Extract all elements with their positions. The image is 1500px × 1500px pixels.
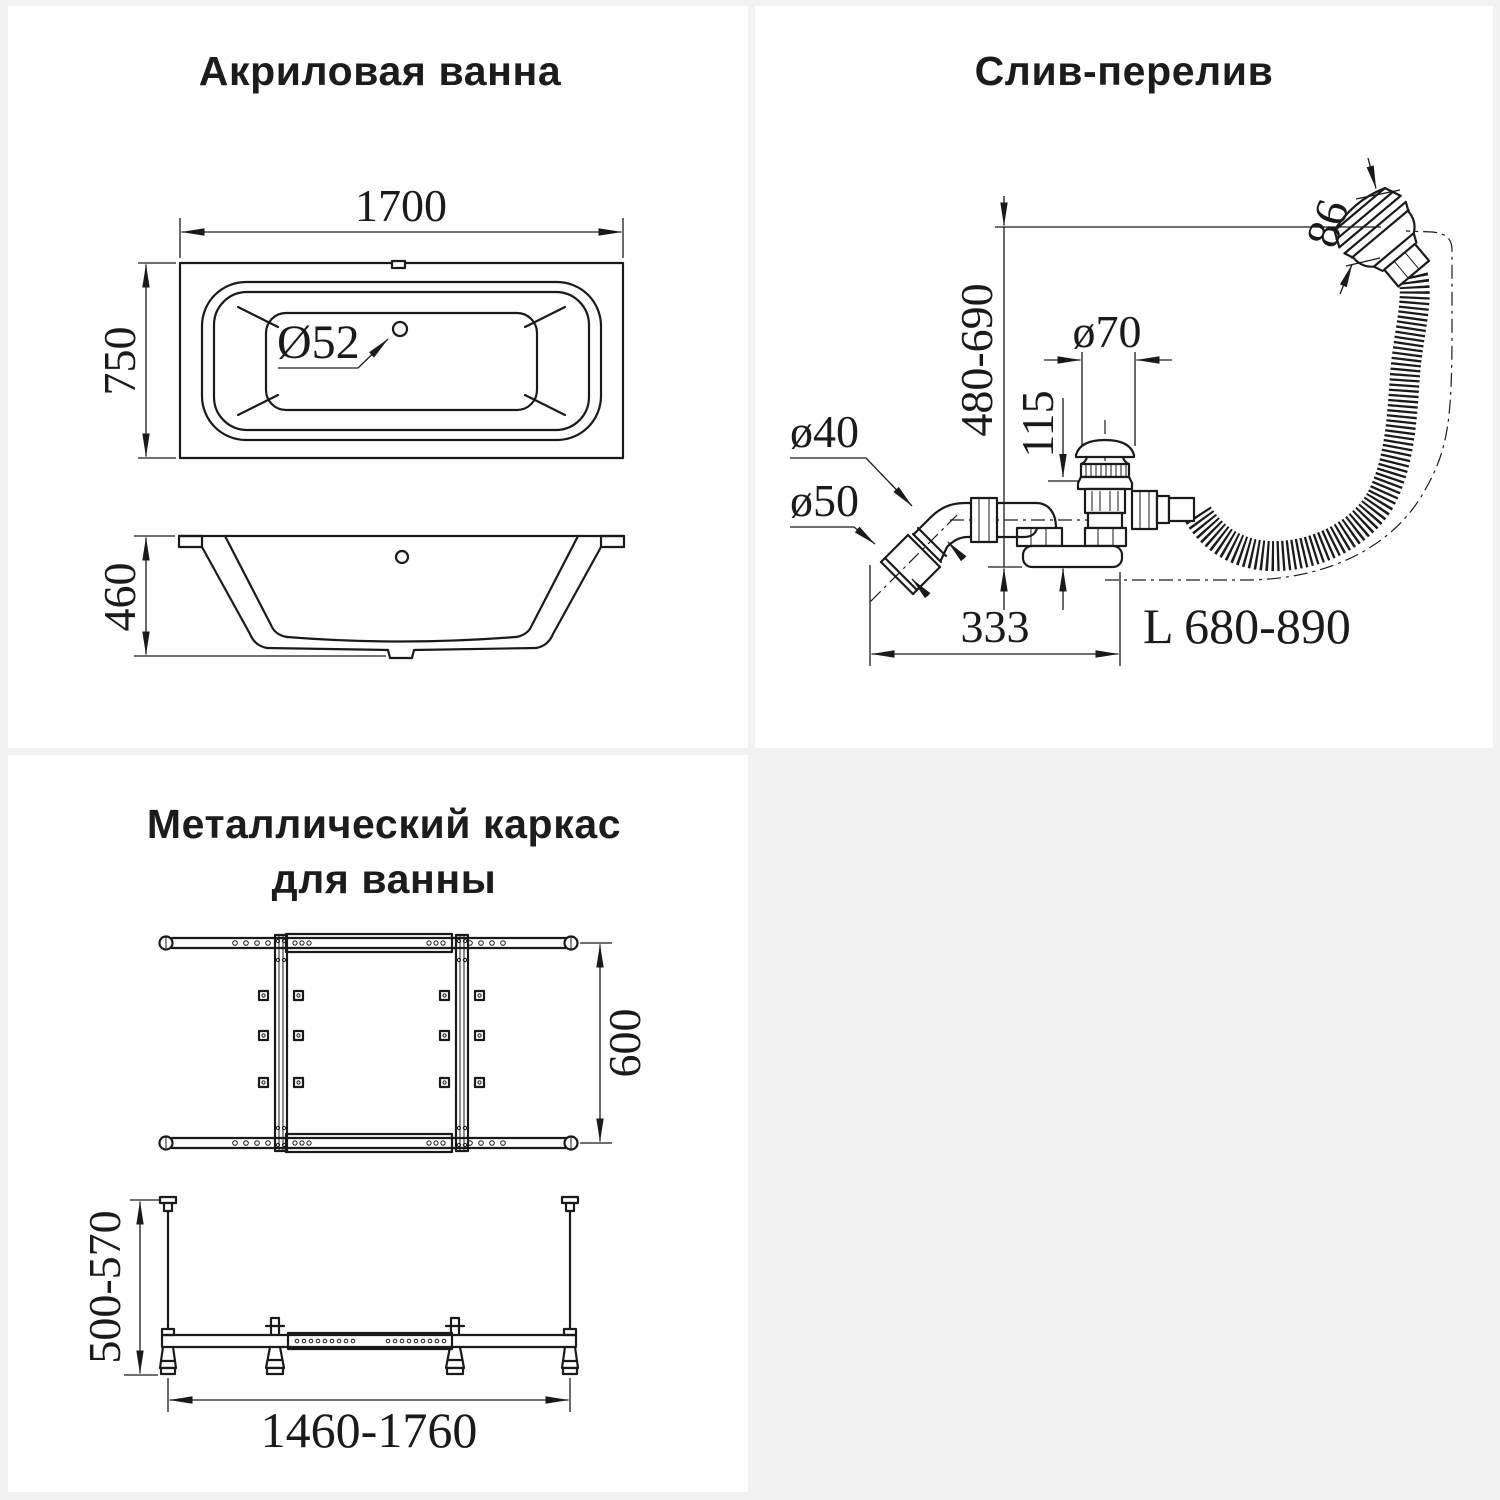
dim-label-cap: ø70 [1073, 306, 1142, 357]
frame-title-line1: Металлический каркас [147, 801, 621, 847]
frame-leg-middle-left [264, 1316, 286, 1376]
dim-label-height: 460 [94, 563, 145, 632]
frame-title-line2: для ванны [272, 856, 497, 902]
dim-1700: 1700 [179, 180, 624, 258]
dim-333: 333 [869, 565, 1121, 666]
frame-top-view [158, 932, 579, 1154]
dim-460: 460 [94, 535, 386, 657]
callout-pipe-diameter: ø40 [790, 406, 967, 562]
frame-stud-right [560, 1195, 580, 1337]
drain-title: Слив-перелив [975, 48, 1274, 94]
bathtub-top-view [178, 259, 625, 460]
frame-side-view [158, 1195, 580, 1376]
panel-frame: Металлический каркас для ванны [8, 755, 748, 1492]
dim-500-570: 500-570 [79, 1199, 160, 1376]
drain-overflow-drawing: Слив-перелив 480-690 ø70 115 [790, 48, 1453, 666]
dim-label-overflow-face: 86 [1296, 193, 1359, 253]
dim-1460-1760: 1460-1760 [167, 1378, 571, 1458]
dim-label-body-height: 115 [1012, 390, 1063, 457]
panel-bathtub: Акриловая ванна 1700 750 [8, 6, 748, 748]
dim-label-outlet: ø50 [790, 475, 859, 526]
dim-label-drain: Ø52 [277, 316, 360, 369]
frame-crossbar-right [438, 933, 486, 1153]
overflow-hole-side [394, 549, 410, 565]
dim-115: 115 [1012, 390, 1078, 610]
dim-cap-diameter: ø70 [1044, 306, 1172, 446]
bathtub-drawing: Акриловая ванна 1700 750 [94, 48, 626, 660]
dim-480-690: 480-690 [951, 196, 1381, 610]
frame-leg-end-right [560, 1345, 580, 1376]
dim-750: 750 [94, 262, 176, 459]
dim-label-hose-length: L 680-890 [1143, 598, 1351, 654]
dim-label-length-range: 1460-1760 [261, 1402, 478, 1458]
outlet-centerline [869, 514, 958, 603]
dim-label-length: 1700 [355, 180, 447, 231]
corrugated-hose [1184, 272, 1430, 572]
dim-label-pipe: ø40 [790, 406, 859, 457]
dim-label-height-range: 500-570 [79, 1210, 130, 1363]
bathtub-side-view [177, 534, 626, 660]
drain-valve [1015, 438, 1196, 569]
frame-drawing: Металлический каркас для ванны [79, 801, 650, 1458]
callout-outlet-diameter: ø50 [790, 475, 931, 599]
callout-drain-diameter: Ø52 [277, 316, 389, 369]
hose-length-centerline [1105, 230, 1453, 581]
dim-label-offset: 333 [961, 601, 1030, 652]
overflow-pipe-outlet [879, 496, 1058, 596]
overflow-slot-mark [390, 259, 407, 270]
dim-86: 86 [1296, 157, 1401, 295]
frame-leg-end-left [158, 1345, 178, 1376]
dim-label-depth: 600 [599, 1009, 650, 1078]
frame-stud-left [158, 1195, 178, 1337]
dim-label-width: 750 [94, 327, 145, 396]
panel-drain-overflow: Слив-перелив 480-690 ø70 115 [755, 6, 1493, 748]
drain-hole [391, 320, 409, 338]
dim-label-install-height: 480-690 [951, 283, 1002, 436]
frame-leg-middle-right [444, 1316, 466, 1376]
frame-crossbar-left [257, 933, 305, 1153]
bathtub-title: Акриловая ванна [199, 48, 562, 94]
dim-600: 600 [580, 942, 650, 1144]
overflow-head [1333, 186, 1431, 288]
